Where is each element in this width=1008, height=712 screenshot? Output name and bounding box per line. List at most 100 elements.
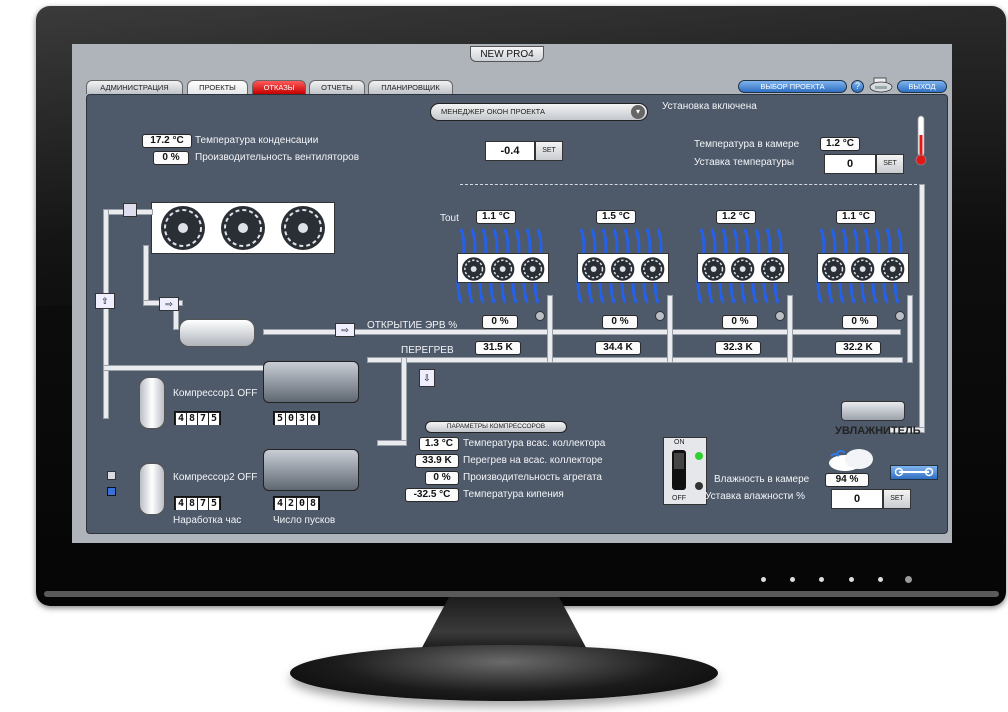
condensing-temp-value: 17.2 °C — [142, 134, 192, 148]
monitor-button-2[interactable] — [790, 577, 795, 582]
settings-button[interactable] — [890, 465, 938, 480]
humidity-setpoint-label: Уставка влажности % — [705, 491, 806, 502]
printer-icon[interactable] — [869, 77, 893, 93]
power-switch-panel[interactable]: ON OFF — [663, 437, 707, 505]
humidifier-unit[interactable] — [841, 401, 905, 421]
project-select-button[interactable]: ВЫБОР ПРОЕКТА — [738, 80, 847, 93]
condenser-setpoint-input[interactable]: -0.4 — [485, 141, 535, 161]
superheat-value: 34.4 K — [595, 341, 641, 355]
system-status: Установка включена — [662, 101, 757, 112]
compressor-1-status: Компрессор1 OFF — [173, 388, 258, 399]
fan-icon — [821, 257, 846, 281]
list-icon[interactable] — [107, 471, 116, 480]
monitor-chin-strip — [44, 591, 999, 597]
manual-valve-icon[interactable]: ⇨ — [159, 297, 179, 311]
receiver-tank — [179, 319, 255, 347]
fan-perf-value: 0 % — [153, 151, 189, 165]
manual-valve-icon[interactable] — [123, 203, 137, 217]
tab-reports[interactable]: ОТЧЕТЫ — [309, 80, 365, 94]
pipe — [377, 440, 407, 446]
monitor-button-5[interactable] — [878, 577, 883, 582]
tout-value: 1.2 °C — [716, 210, 756, 224]
condenser-set-button[interactable]: SET — [535, 141, 563, 161]
suction-temp-label: Температура всас. коллектора — [463, 438, 606, 449]
fan-icon — [701, 257, 726, 281]
expansion-valve-icon[interactable] — [655, 311, 665, 321]
condensing-temp-label: Температура конденсации — [195, 135, 319, 146]
unit-perf-label: Производительность агрегата — [463, 472, 602, 483]
tab-projects[interactable]: ПРОЕКТЫ — [187, 80, 248, 94]
pipe — [103, 365, 283, 371]
manual-valve-icon[interactable]: ⇧ — [95, 293, 115, 309]
evaporator-fan-coil — [457, 253, 549, 283]
fan-icon — [221, 206, 265, 250]
humidity-set-button[interactable]: SET — [883, 489, 911, 509]
manual-valve-icon[interactable]: ⇨ — [335, 323, 355, 337]
evaporator-fan-coil — [697, 253, 789, 283]
chevron-down-icon: ▾ — [631, 105, 645, 119]
window-manager-label: МЕНЕДЖЕР ОКОН ПРОЕКТА — [441, 107, 545, 116]
expansion-valve-icon[interactable] — [535, 311, 545, 321]
fan-perf-label: Производительность вентиляторов — [195, 152, 360, 163]
window-manager-dropdown[interactable]: МЕНЕДЖЕР ОКОН ПРОЕКТА ▾ — [430, 103, 648, 121]
chamber-temp-value: 1.2 °C — [820, 137, 860, 151]
pipe — [143, 245, 149, 305]
list-icon[interactable] — [107, 487, 116, 496]
humidity-value: 94 % — [825, 473, 869, 487]
pipe — [103, 209, 109, 419]
fan-icon — [731, 257, 755, 281]
valve-opening-value: 0 % — [842, 315, 878, 329]
erv-label: ОТКРЫТИЕ ЭРВ % — [367, 320, 458, 331]
switch-off-label: OFF — [672, 495, 686, 502]
evap-temp-label: Температура кипения — [463, 489, 564, 500]
switch-on-label: ON — [674, 439, 685, 446]
monitor-button-4[interactable] — [849, 577, 854, 582]
monitor-power-button[interactable] — [905, 576, 912, 583]
evaporator-fan-coil — [577, 253, 669, 283]
temp-setpoint-input[interactable]: 0 — [824, 154, 876, 174]
temp-set-button[interactable]: SET — [876, 154, 904, 174]
tout-value: 1.1 °C — [836, 210, 876, 224]
compressor-1-unit[interactable] — [263, 361, 359, 403]
fan-icon — [760, 257, 785, 281]
condenser-fan-block — [151, 202, 335, 254]
humidifier-label: УВЛАЖНИТЕЛЬ — [835, 425, 921, 437]
exit-button[interactable]: ВЫХОД — [897, 80, 947, 93]
pipe — [787, 295, 793, 363]
pipe — [907, 295, 913, 363]
superheat-value: 32.2 K — [835, 341, 881, 355]
expansion-valve-icon[interactable] — [775, 311, 785, 321]
tab-alarms[interactable]: ОТКАЗЫ — [252, 80, 306, 94]
suction-temp-value: 1.3 °C — [419, 437, 459, 451]
help-button[interactable]: ? — [851, 80, 864, 93]
monitor-button-3[interactable] — [819, 577, 824, 582]
fan-icon — [161, 206, 205, 250]
monitor-button-1[interactable] — [761, 577, 766, 582]
liquid-line — [263, 329, 901, 335]
superheat-value: 32.3 K — [715, 341, 761, 355]
pipe — [401, 357, 407, 445]
valve-opening-value: 0 % — [722, 315, 758, 329]
off-led-icon — [695, 482, 703, 490]
chamber-temp-label: Температура в камере — [694, 139, 800, 150]
fan-icon — [491, 257, 515, 281]
fan-icon — [281, 206, 325, 250]
manual-valve-icon[interactable]: ⇩ — [419, 369, 435, 387]
tout-label: Tout — [440, 213, 459, 224]
tab-scheduler[interactable]: ПЛАНИРОВЩИК — [368, 80, 453, 94]
hours-label: Наработка час — [173, 515, 242, 526]
compressor-2-unit[interactable] — [263, 449, 359, 491]
fan-icon — [520, 257, 545, 281]
humidity-setpoint-input[interactable]: 0 — [831, 489, 883, 509]
unit-perf-value: 0 % — [425, 471, 459, 485]
humidity-label: Влажность в камере — [714, 474, 810, 485]
fan-icon — [851, 257, 875, 281]
tab-administration[interactable]: АДМИНИСТРАЦИЯ — [86, 80, 183, 94]
evap-temp-value: -32.5 °C — [405, 488, 459, 502]
screen: NEW PRO4 АДМИНИСТРАЦИЯ ПРОЕКТЫ ОТКАЗЫ ОТ… — [72, 44, 952, 543]
expansion-valve-icon[interactable] — [895, 311, 905, 321]
rocker-switch[interactable] — [672, 450, 686, 490]
oil-separator-1 — [139, 377, 165, 429]
superheat-label: ПЕРЕГРЕВ — [401, 345, 454, 356]
